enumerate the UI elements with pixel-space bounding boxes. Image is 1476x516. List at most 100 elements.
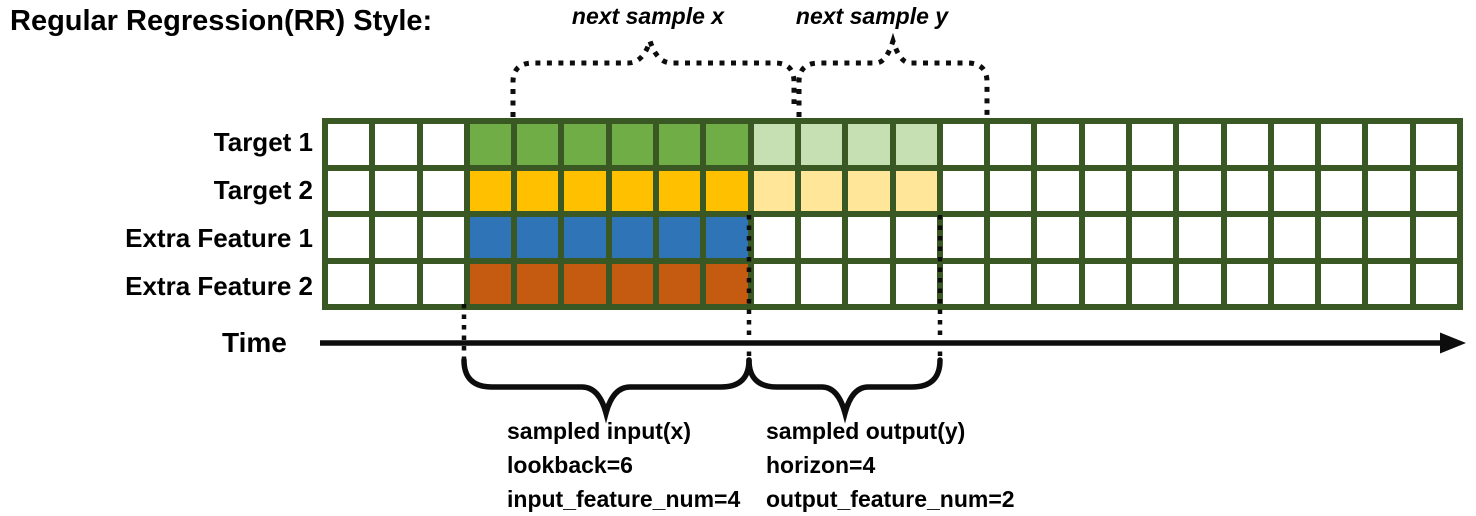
grid-cell bbox=[1179, 263, 1221, 304]
grid-cell bbox=[375, 263, 417, 304]
grid-cell bbox=[1037, 263, 1079, 304]
grid-cell bbox=[895, 124, 937, 165]
grid-cell bbox=[517, 124, 559, 165]
grid-cell bbox=[1273, 170, 1316, 211]
grid-cell bbox=[942, 170, 985, 211]
grid-cell bbox=[375, 170, 417, 211]
horizon-value: horizon=4 bbox=[766, 452, 876, 478]
output-feature-num-value: output_feature_num=2 bbox=[766, 486, 1015, 512]
grid-cell bbox=[990, 263, 1032, 304]
grid-cell bbox=[564, 124, 606, 165]
grid-cell bbox=[1131, 217, 1174, 258]
grid-cell bbox=[848, 263, 890, 304]
row-label-extra-feature-1: Extra Feature 1 bbox=[125, 223, 313, 253]
grid-cell bbox=[942, 217, 985, 258]
grid-cell bbox=[1415, 217, 1457, 258]
grid-cell bbox=[1415, 263, 1457, 304]
grid-cell bbox=[1321, 170, 1363, 211]
grid-cell bbox=[1321, 124, 1363, 165]
grid-cell bbox=[328, 263, 370, 304]
grid-cell bbox=[895, 170, 937, 211]
grid-cell bbox=[706, 217, 748, 258]
sampled-output-brace bbox=[746, 357, 943, 424]
grid-cell bbox=[990, 170, 1032, 211]
grid-cell bbox=[800, 170, 843, 211]
sampled-input-brace bbox=[461, 357, 752, 424]
sampled-output-title: sampled output(y) bbox=[766, 418, 966, 444]
grid-cell bbox=[1179, 170, 1221, 211]
grid-cell bbox=[422, 217, 464, 258]
grid-cell bbox=[611, 124, 654, 165]
grid-cell bbox=[659, 263, 701, 304]
grid-cell bbox=[1131, 124, 1174, 165]
grid-cell bbox=[659, 170, 701, 211]
grid-cell bbox=[564, 217, 606, 258]
next-sample-x-label: next sample x bbox=[571, 3, 725, 29]
grid-cell bbox=[422, 124, 464, 165]
grid-cell bbox=[706, 263, 748, 304]
grid-cell bbox=[990, 124, 1032, 165]
grid-cell bbox=[469, 170, 512, 211]
grid-cell bbox=[1226, 124, 1268, 165]
grid-cell bbox=[800, 263, 843, 304]
grid-cell bbox=[1226, 263, 1268, 304]
sampled-input-annotation: sampled input(x) lookback=6 input_featur… bbox=[507, 414, 740, 516]
grid-cell bbox=[942, 124, 985, 165]
grid-cell bbox=[1037, 217, 1079, 258]
grid-cell bbox=[1131, 263, 1174, 304]
grid-cell bbox=[328, 217, 370, 258]
grid-cell bbox=[1131, 170, 1174, 211]
grid-cell bbox=[611, 263, 654, 304]
input-feature-num-value: input_feature_num=4 bbox=[507, 486, 741, 512]
grid-cell bbox=[1321, 217, 1363, 258]
grid-cell bbox=[517, 170, 559, 211]
grid-cell bbox=[753, 124, 795, 165]
grid-cell bbox=[1415, 170, 1457, 211]
grid-cell bbox=[328, 124, 370, 165]
grid-cell bbox=[328, 170, 370, 211]
grid-cell bbox=[469, 217, 512, 258]
grid-cell bbox=[1179, 217, 1221, 258]
grid-cell bbox=[659, 217, 701, 258]
grid-cell bbox=[753, 217, 795, 258]
grid-cell bbox=[942, 263, 985, 304]
grid-cell bbox=[1368, 217, 1410, 258]
grid-cell bbox=[469, 263, 512, 304]
grid-cell bbox=[422, 170, 464, 211]
grid-cell bbox=[611, 170, 654, 211]
grid-cell bbox=[1368, 263, 1410, 304]
time-axis-arrowhead bbox=[1440, 332, 1466, 354]
page-title: Regular Regression(RR) Style: bbox=[10, 5, 433, 37]
grid-cell bbox=[706, 170, 748, 211]
sampled-input-title: sampled input(x) bbox=[507, 418, 692, 444]
lookback-value: lookback=6 bbox=[507, 452, 633, 478]
time-axis-label: Time bbox=[222, 327, 287, 358]
grid-cell bbox=[1273, 217, 1316, 258]
row-label-extra-feature-2: Extra Feature 2 bbox=[125, 271, 313, 301]
row-label-target-1: Target 1 bbox=[213, 127, 313, 157]
grid-cell bbox=[659, 124, 701, 165]
grid-cell bbox=[517, 263, 559, 304]
grid-cell bbox=[1084, 170, 1126, 211]
sample-grid bbox=[322, 118, 1463, 310]
grid-cell bbox=[1368, 124, 1410, 165]
sampled-output-annotation: sampled output(y) horizon=4 output_featu… bbox=[766, 414, 1015, 516]
grid-cell bbox=[375, 217, 417, 258]
next-sample-y-brace bbox=[796, 32, 990, 117]
grid-cell bbox=[1037, 124, 1079, 165]
grid-cell bbox=[564, 263, 606, 304]
grid-cell bbox=[1037, 170, 1079, 211]
next-sample-y-label: next sample y bbox=[795, 3, 949, 29]
grid-cell bbox=[800, 217, 843, 258]
grid-cell bbox=[706, 124, 748, 165]
grid-cell bbox=[753, 170, 795, 211]
grid-cell bbox=[848, 170, 890, 211]
grid-cell bbox=[753, 263, 795, 304]
grid-cell bbox=[990, 217, 1032, 258]
grid-cell bbox=[1273, 124, 1316, 165]
grid-cell bbox=[375, 124, 417, 165]
grid-cell bbox=[1226, 217, 1268, 258]
grid-cell bbox=[800, 124, 843, 165]
grid-cell bbox=[848, 217, 890, 258]
